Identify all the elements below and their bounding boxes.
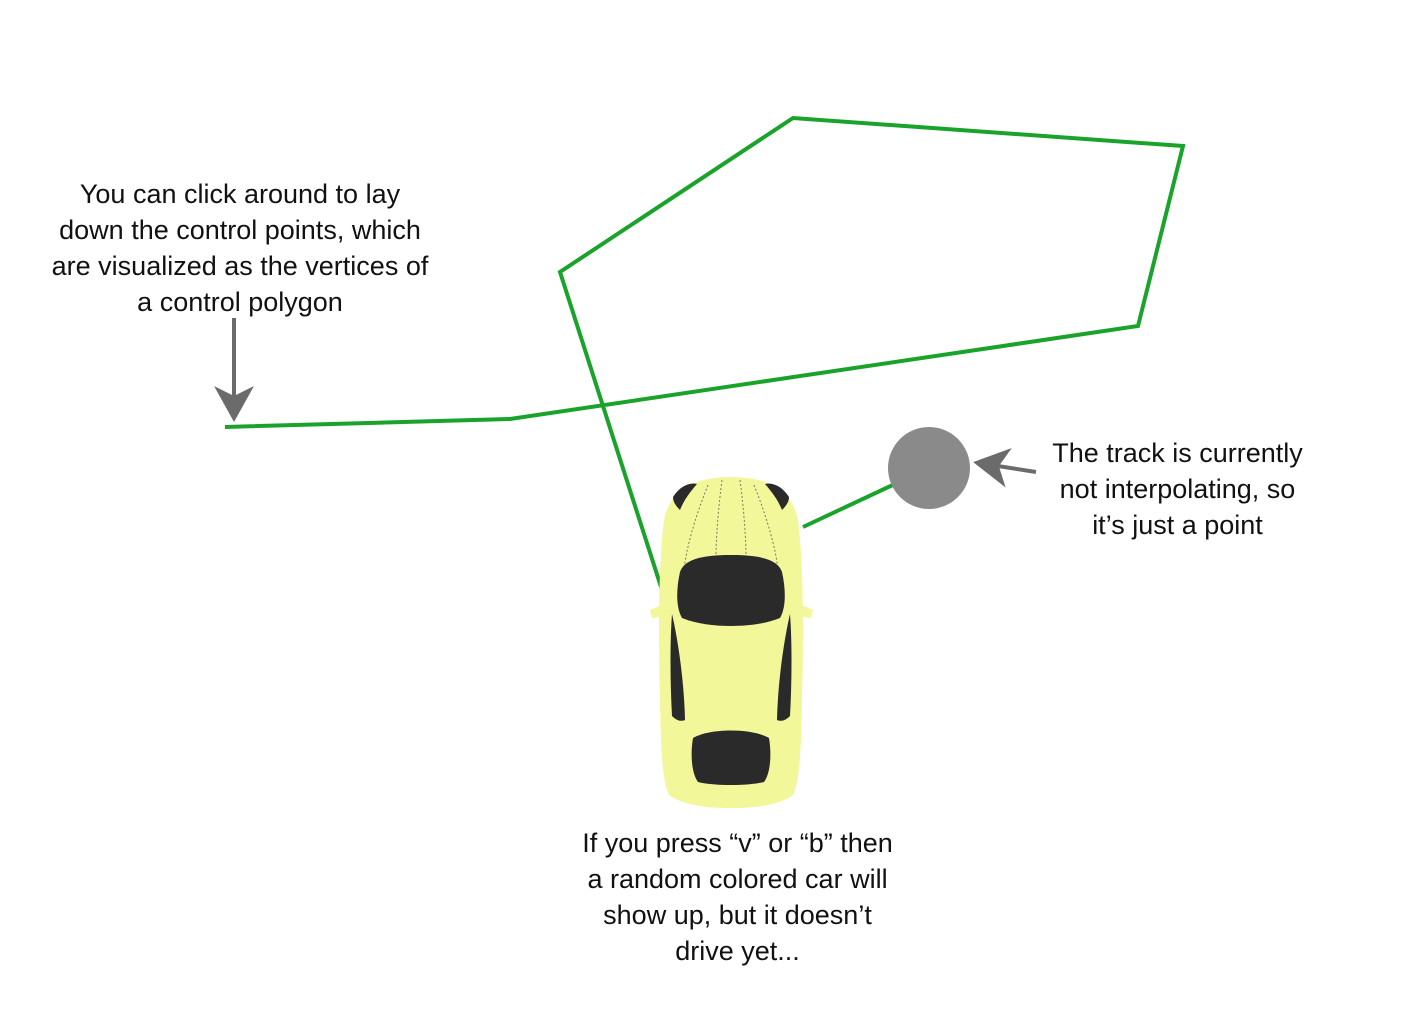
annotation-line: show up, but it doesn’t bbox=[603, 900, 872, 930]
annotation-line: a random colored car will bbox=[587, 864, 888, 894]
track-point bbox=[888, 427, 970, 509]
car-hood-center-left bbox=[715, 479, 723, 557]
annotation-line: You can click around to lay bbox=[79, 179, 401, 209]
annotation-line: If you press “v” or “b” then bbox=[582, 828, 893, 858]
track-point-arrow bbox=[973, 447, 1037, 488]
annotation-line: drive yet... bbox=[675, 936, 800, 966]
annotation-line: it’s just a point bbox=[1092, 510, 1263, 540]
control-polygon bbox=[224, 115, 1186, 591]
car-right-window bbox=[777, 614, 792, 721]
control-points-annotation: You can click around to lay down the con… bbox=[20, 176, 460, 320]
car-front-left-wheel-arch bbox=[673, 483, 697, 510]
annotation-line: down the control points, which bbox=[59, 215, 421, 245]
track-point-annotation: The track is currently not interpolating… bbox=[1020, 435, 1335, 543]
car-front-right-wheel-arch bbox=[765, 483, 789, 510]
car-rear-window bbox=[691, 730, 771, 785]
annotation-line: are visualized as the vertices of bbox=[51, 251, 429, 281]
annotation-line: The track is currently bbox=[1052, 438, 1303, 468]
annotation-line: not interpolating, so bbox=[1059, 474, 1296, 504]
car bbox=[650, 477, 813, 808]
car-annotation: If you press “v” or “b” then a random co… bbox=[560, 825, 915, 969]
car-hood-center-right bbox=[739, 479, 747, 557]
annotation-line: a control polygon bbox=[137, 287, 343, 317]
car-left-window bbox=[670, 614, 685, 721]
car-windshield bbox=[677, 555, 785, 626]
